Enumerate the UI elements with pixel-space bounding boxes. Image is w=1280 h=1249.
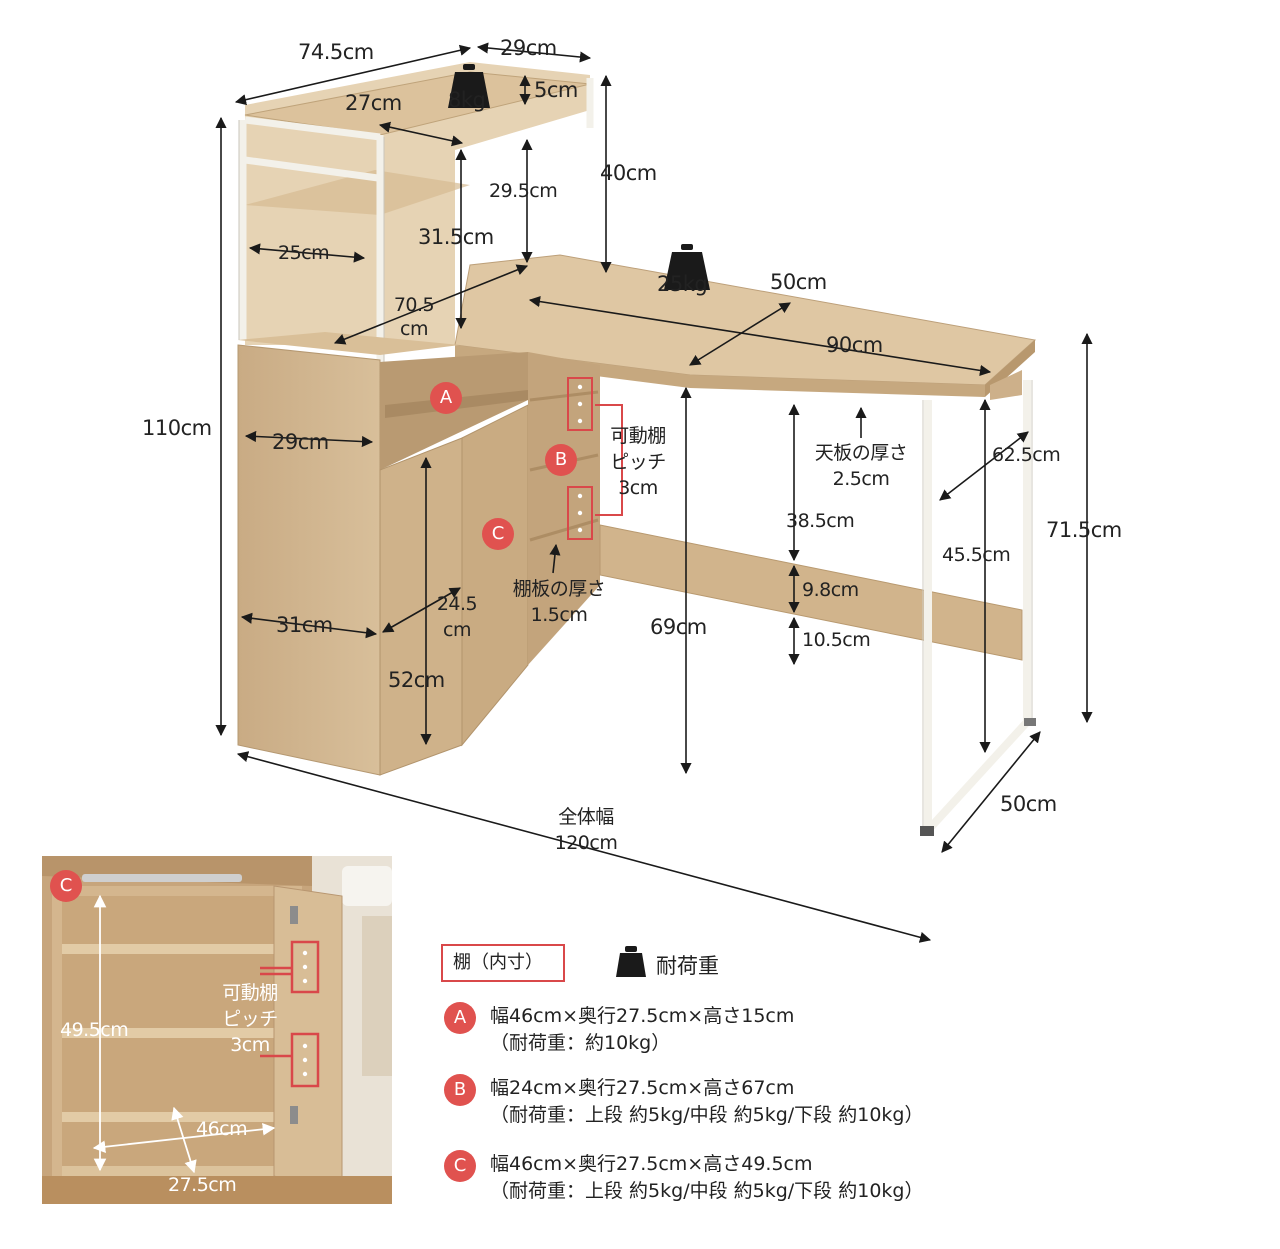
dim-pitch-2: ピッチ: [610, 451, 666, 473]
dim-shelf-gap: 29.5cm: [489, 180, 558, 202]
desk-top-edge: [455, 345, 985, 397]
dim-top-depth: 29cm: [500, 36, 557, 60]
dim-shelf-thickness-1: 棚板の厚さ: [512, 578, 606, 600]
dim-desk-depth: 50cm: [770, 270, 827, 294]
legend-shelf-label: 棚（内寸）: [441, 944, 565, 982]
badge-c: C: [482, 518, 514, 550]
dimension-lines: [215, 42, 1093, 943]
photo-pitch-3: 3cm: [230, 1034, 270, 1056]
legend-badge-b: B: [444, 1074, 476, 1106]
dim-desk-load: 25kg: [657, 272, 708, 296]
badge-b: B: [545, 444, 577, 476]
dim-total-height: 110cm: [142, 416, 212, 440]
dim-pitch-3: 3cm: [618, 477, 658, 499]
dim-bar-bottom: 10.5cm: [802, 629, 871, 651]
dim-cabinet-depth-lower: 31cm: [276, 613, 333, 637]
badge-a: A: [430, 382, 462, 414]
legend-c-line1: 幅46cm×奥行27.5cm×高さ49.5cm: [490, 1153, 813, 1175]
dim-top-width: 74.5cm: [298, 40, 374, 64]
cabinet-side: [237, 344, 381, 776]
modesty-panel: [599, 524, 1023, 661]
legend-badge-a: A: [444, 1002, 476, 1034]
dim-hutch-height: 40cm: [600, 161, 657, 185]
legend-c-line2: （耐荷重：上段 約5kg/中段 約5kg/下段 約10kg）: [490, 1180, 924, 1202]
dim-top-thickness-2: 2.5cm: [832, 468, 890, 490]
photo-dim-height: 49.5cm: [60, 1019, 129, 1041]
dim-cabinet-depth-upper: 29cm: [272, 430, 329, 454]
dim-pitch-1: 可動棚: [610, 425, 666, 447]
dim-top-rail: 5cm: [534, 78, 578, 102]
dim-desk-clearance: 69cm: [650, 615, 707, 639]
legend-load-label: 耐荷重: [656, 954, 719, 978]
legend-b-line1: 幅24cm×奥行27.5cm×高さ67cm: [490, 1077, 795, 1099]
dim-hutch-inner: 31.5cm: [418, 225, 494, 249]
legend-a-line2: （耐荷重：約10kg）: [490, 1032, 671, 1054]
photo-badge-c: C: [50, 870, 82, 902]
dim-hutch-depth: 25cm: [278, 242, 330, 264]
cabinet-interior-illustration: [42, 856, 392, 1204]
photo-dim-width: 46cm: [196, 1118, 248, 1140]
weight-icon-desk: [664, 244, 710, 290]
dim-hutch-width-1: 70.5: [393, 294, 435, 316]
dim-under-top: 38.5cm: [786, 510, 855, 532]
dim-desk-height: 71.5cm: [1046, 518, 1122, 542]
dim-cabinet-height: 52cm: [388, 668, 445, 692]
legend-a-line1: 幅46cm×奥行27.5cm×高さ15cm: [490, 1005, 795, 1027]
cabinet-door-right: [461, 404, 529, 747]
dim-leg-depth: 50cm: [1000, 792, 1057, 816]
photo-pitch-2: ピッチ: [222, 1008, 278, 1030]
dim-top-load: 8kg: [448, 88, 486, 112]
legend-b-line2: （耐荷重：上段 約5kg/中段 約5kg/下段 約10kg）: [490, 1104, 924, 1126]
dim-total-width-1: 全体幅: [558, 806, 614, 828]
dim-door-width-2: cm: [443, 619, 471, 641]
dim-top-thickness-1: 天板の厚さ: [814, 442, 908, 464]
photo-dim-depth: 27.5cm: [168, 1174, 237, 1196]
dim-desk-width: 90cm: [826, 333, 883, 357]
dim-shelf-thickness-2: 1.5cm: [530, 604, 588, 626]
dim-leg-height: 45.5cm: [942, 544, 1011, 566]
dim-bar-height: 9.8cm: [802, 579, 859, 601]
dim-door-width-1: 24.5: [436, 593, 478, 615]
cabinet-interior-photo: [42, 856, 392, 1204]
dim-top-shelf-width: 27cm: [345, 91, 402, 115]
weight-icon-legend: [616, 946, 646, 977]
hutch-middle-shelf: [245, 170, 470, 215]
photo-pitch-1: 可動棚: [222, 982, 278, 1004]
legend-badge-c: C: [444, 1150, 476, 1182]
dim-total-width-2: 120cm: [554, 832, 618, 854]
dim-frame-depth: 62.5cm: [992, 444, 1061, 466]
dim-hutch-width-2: cm: [400, 318, 428, 340]
